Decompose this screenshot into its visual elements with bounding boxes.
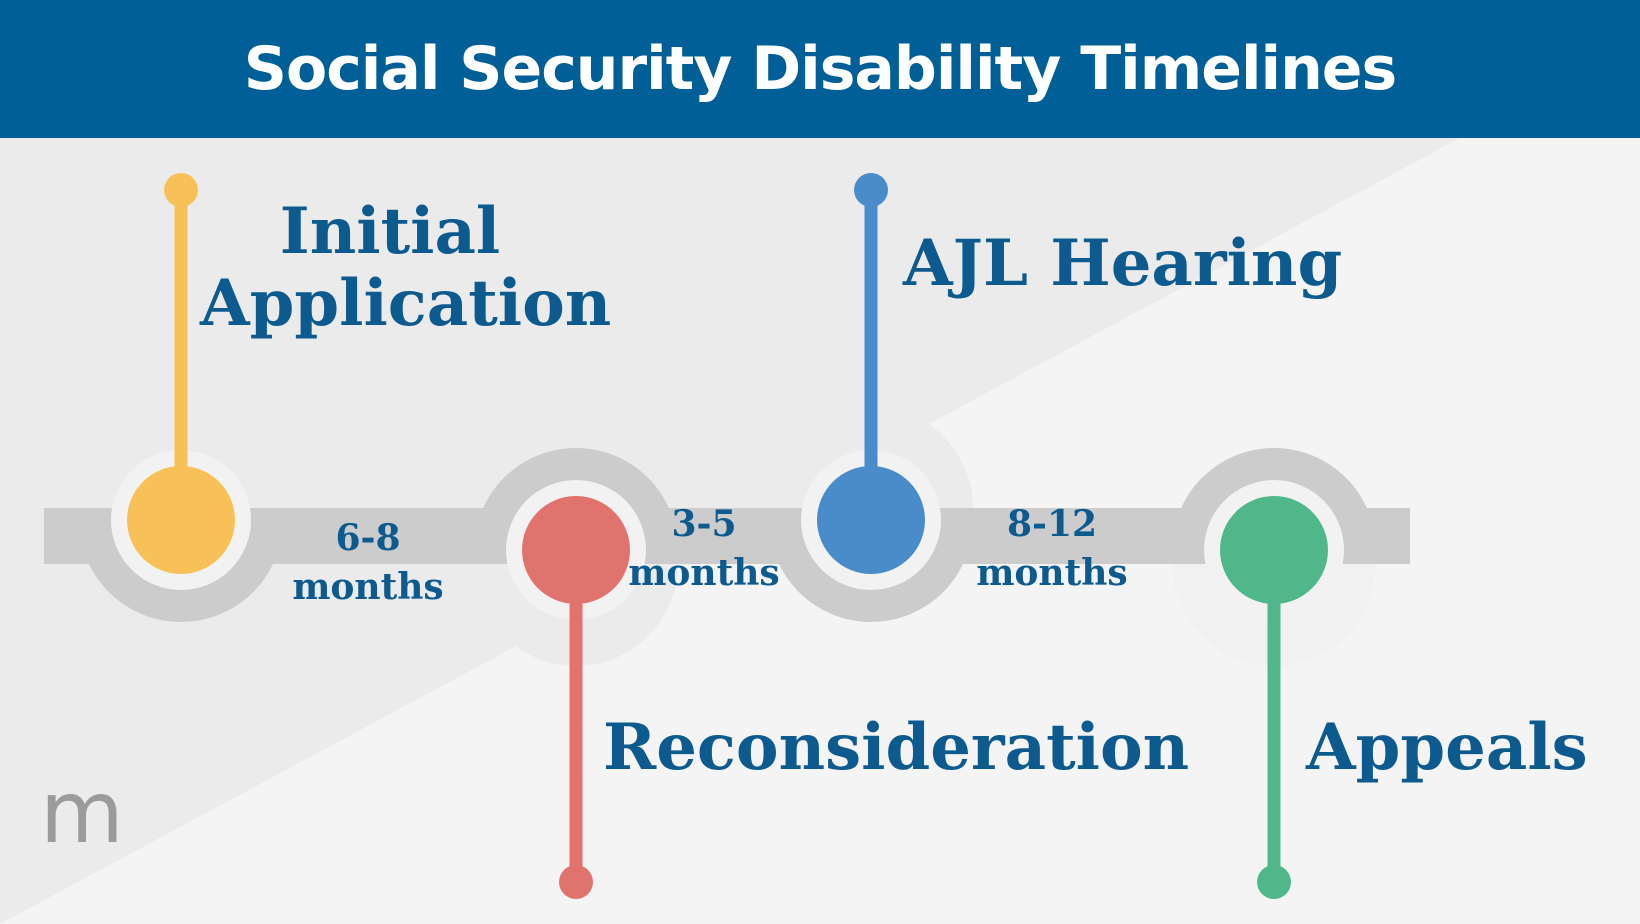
hearing-node xyxy=(817,466,925,574)
hearing-pin xyxy=(854,173,888,207)
duration-2: 3-5 months xyxy=(618,500,790,597)
label-initial-application: Initial Application xyxy=(200,194,612,341)
initial-pin xyxy=(164,173,198,207)
label-initial-line2: Application xyxy=(200,265,612,341)
duration-1-range: 6-8 xyxy=(335,517,401,559)
duration-1: 6-8 months xyxy=(282,514,454,611)
label-reconsideration: Reconsideration xyxy=(603,710,1190,785)
duration-1-unit: months xyxy=(292,565,444,608)
label-ajl-hearing: AJL Hearing xyxy=(903,226,1343,301)
page-title: Social Security Disability Timelines xyxy=(243,34,1397,104)
reconsideration-node xyxy=(522,496,630,604)
duration-2-unit: months xyxy=(628,551,780,594)
duration-3-unit: months xyxy=(976,551,1128,594)
duration-3: 8-12 months xyxy=(966,500,1138,597)
reconsideration-pin xyxy=(559,865,593,899)
label-appeals: Appeals xyxy=(1306,710,1588,785)
appeals-pin xyxy=(1257,865,1291,899)
duration-3-range: 8-12 xyxy=(1006,503,1098,545)
initial-node xyxy=(127,466,235,574)
brand-logo: m xyxy=(40,763,124,863)
appeals-node xyxy=(1220,496,1328,604)
duration-2-range: 3-5 xyxy=(671,503,737,545)
header-bar: Social Security Disability Timelines xyxy=(0,0,1640,138)
label-initial-line1: Initial xyxy=(279,194,501,269)
